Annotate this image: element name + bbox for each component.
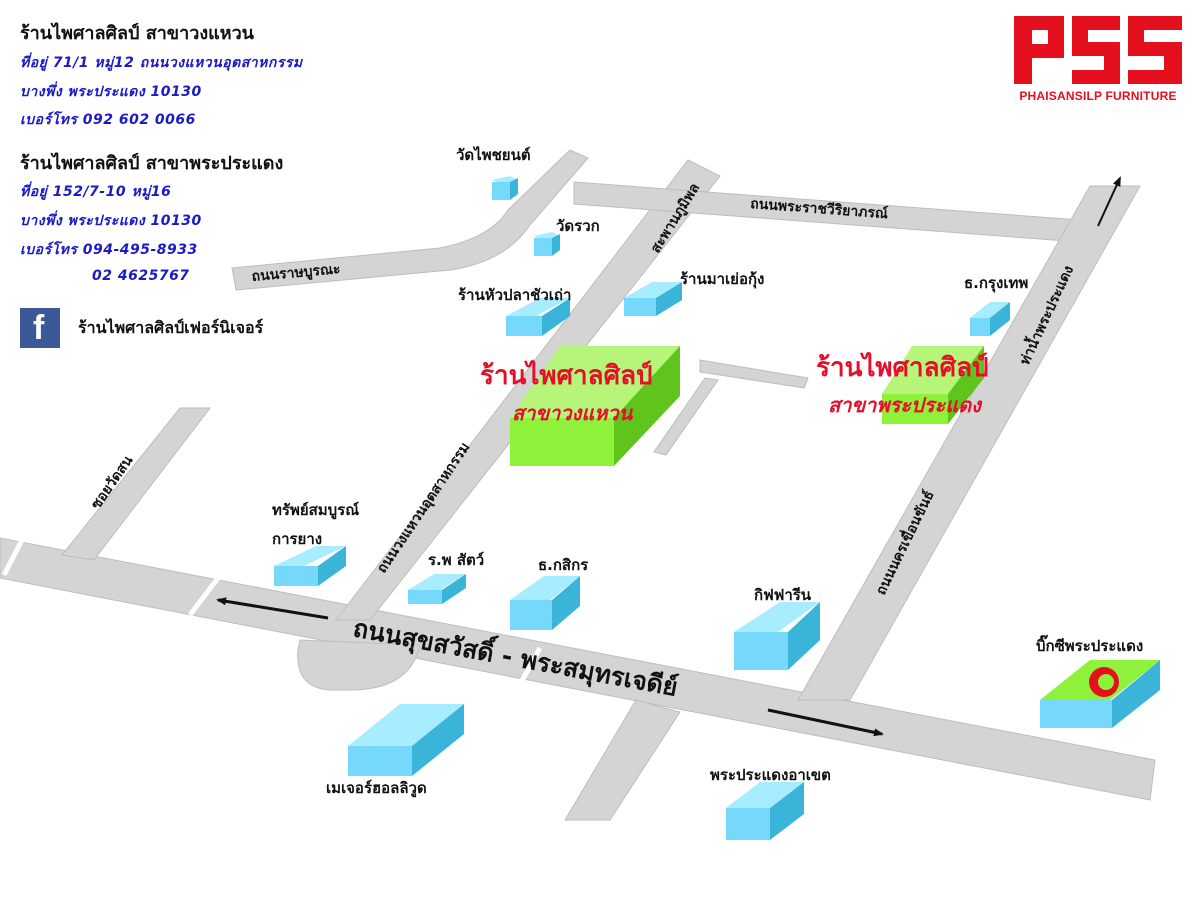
pss-logo xyxy=(1014,16,1182,84)
branch1-name: ร้านไพศาลศิลป์ สาขาวงแหวน xyxy=(20,23,254,44)
label-krungthep-bank: ธ.กรุงเทพ xyxy=(964,274,1028,293)
store-phrapradaeng-branch: สาขาพระประแดง xyxy=(828,393,983,417)
arrow-east xyxy=(767,708,884,737)
branch2-phone2: 02 4625767 xyxy=(92,268,190,284)
buildings xyxy=(274,176,1160,840)
road-wongwaen-south xyxy=(564,699,681,821)
label-wat-rawok: วัดรวก xyxy=(556,217,600,235)
store-phrapradaeng-name: ร้านไพศาลศิลป์ xyxy=(816,351,989,383)
label-major-hollywood: เมเจอร์ฮอลลิวูด xyxy=(326,779,427,798)
label-big-c: บิ๊กซีพระประแดง xyxy=(1036,634,1143,655)
store-wongwaen-name: ร้านไพศาลศิลป์ xyxy=(480,359,653,391)
label-sapsombun-2: การยาง xyxy=(272,530,322,548)
facebook-page-link[interactable]: ร้านไพศาลศิลป์เฟอร์นิเจอร์ xyxy=(78,318,264,337)
crosswalk xyxy=(1,538,25,577)
building-sapsombun xyxy=(274,546,346,586)
crosswalk xyxy=(188,576,220,617)
branch1-address1: ที่อยู่ 71/1 หมู่12 ถนนวงแหวนอุตสาหกรรม xyxy=(20,55,303,71)
branch2-address1: ที่อยู่ 152/7-10 หมู่16 xyxy=(20,184,172,200)
label-ma-yoe-kung: ร้านมาเย่อกุ้ง xyxy=(680,270,764,289)
store-wongwaen-branch: สาขาวงแหวน xyxy=(512,401,634,425)
road-nakhonkhuean xyxy=(797,185,1141,701)
facebook-icon[interactable]: f xyxy=(20,308,60,348)
building-big-c xyxy=(1040,660,1160,728)
logo-subtitle: PHAISANSILP FURNITURE xyxy=(1019,89,1177,103)
road-soi-watson xyxy=(61,407,212,561)
branch2-name: ร้านไพศาลศิลป์ สาขาพระประแดง xyxy=(20,153,284,174)
arrow-north xyxy=(1097,176,1121,227)
building-hua-pla xyxy=(506,298,570,336)
label-sapsombun-1: ทรัพย์สมบูรณ์ xyxy=(272,501,359,520)
building-giffarine xyxy=(734,602,820,670)
building-animal-hospital xyxy=(408,574,466,604)
building-kasikorn-bank xyxy=(510,576,580,630)
logo-p-shape xyxy=(1014,16,1064,84)
label-giffarine: กิฟฟารีน xyxy=(754,586,812,604)
branch1-address2: บางพึ่ง พระประแดง 10130 xyxy=(20,84,202,100)
road-side-lane-2 xyxy=(653,377,719,456)
road-loop xyxy=(297,639,421,691)
road-wongwaen xyxy=(334,159,721,621)
building-major-hollywood xyxy=(348,704,464,776)
store-phrapradaeng-building xyxy=(882,346,984,424)
label-wat-phai-chayon: วัดไพชยนต์ xyxy=(456,145,531,164)
building-krungthep-bank xyxy=(970,302,1010,336)
label-district-office: พระประแดงอาเขต xyxy=(710,766,831,784)
logo-s-shape-2 xyxy=(1128,16,1182,84)
road-label-rachaburana: ถนนราษบูรณะ xyxy=(251,261,341,285)
branch2-phone: เบอร์โทร 094-495-8933 xyxy=(20,242,198,258)
store-wongwaen-building xyxy=(510,346,680,466)
branch2-address2: บางพึ่ง พระประแดง 10130 xyxy=(20,213,202,229)
road-rachaburana xyxy=(231,149,589,291)
building-wat-phai-chayon xyxy=(492,176,518,200)
building-district-office xyxy=(726,782,804,840)
building-wat-rawok xyxy=(534,232,560,256)
map-labels: ถนนสุขสวัสดิ์ - พระสมุทรเจดีย์ ถนนวงแหวน… xyxy=(88,145,1143,798)
label-animal-hospital: ร.พ สัตว์ xyxy=(428,551,484,569)
crosswalks xyxy=(1,538,543,690)
road-suksawat xyxy=(0,537,1156,801)
roads xyxy=(0,149,1156,821)
label-kasikorn-bank: ธ.กสิกร xyxy=(538,556,589,574)
building-ma-yoe-kung xyxy=(624,282,682,316)
road-side-lane xyxy=(699,359,809,389)
branch1-phone: เบอร์โทร 092 602 0066 xyxy=(20,112,196,128)
logo-s-shape xyxy=(1072,16,1120,84)
arrow-west xyxy=(216,597,329,620)
label-hua-pla: ร้านหัวปลาชัวเถ่า xyxy=(458,286,571,304)
crosswalk xyxy=(515,646,543,690)
